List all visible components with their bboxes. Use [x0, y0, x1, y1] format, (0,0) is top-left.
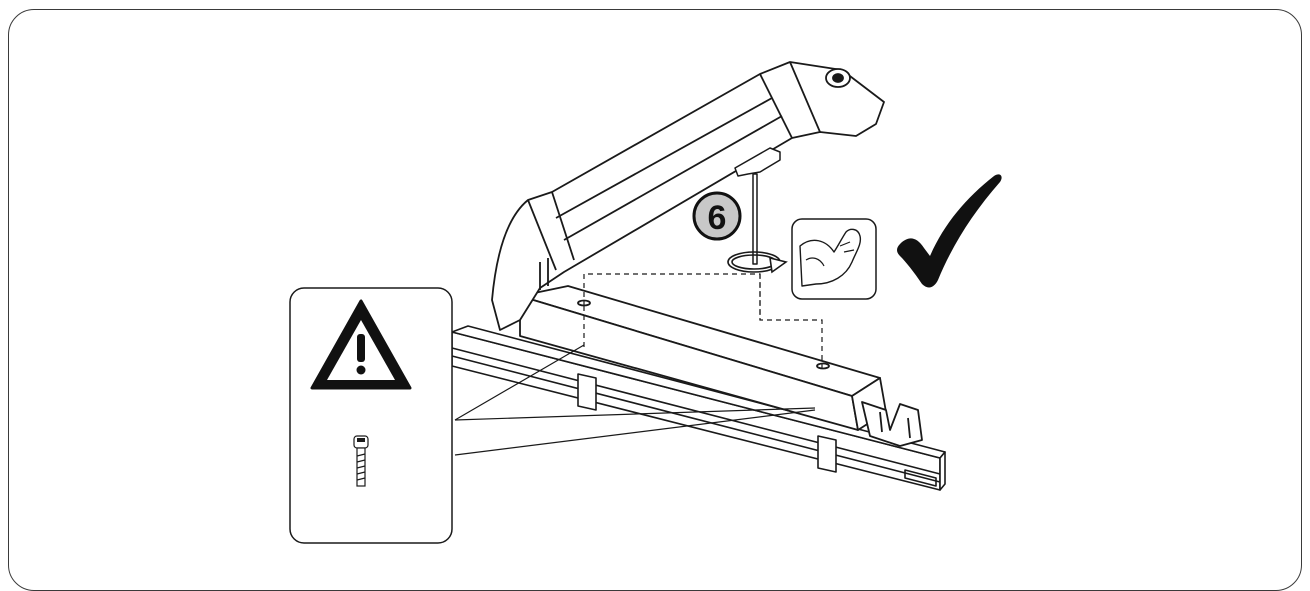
assembly-illustration: 6	[289, 61, 1002, 544]
guide-lines	[583, 273, 823, 368]
rotate-arrow-icon	[727, 251, 788, 274]
pointer-lines	[454, 344, 816, 456]
step-number: 6	[708, 199, 727, 237]
carrier-base	[519, 285, 923, 447]
warning-triangle-icon	[310, 299, 412, 390]
roof-bar	[451, 325, 946, 491]
step-badge: 6	[692, 191, 742, 241]
check-mark-icon	[897, 174, 1002, 288]
carrier-lid	[491, 61, 885, 331]
hex-socket-bolt-icon	[353, 435, 369, 487]
warning-panel	[289, 287, 453, 544]
hex-key-icon	[734, 147, 781, 265]
flexed-arm-icon	[791, 218, 877, 300]
